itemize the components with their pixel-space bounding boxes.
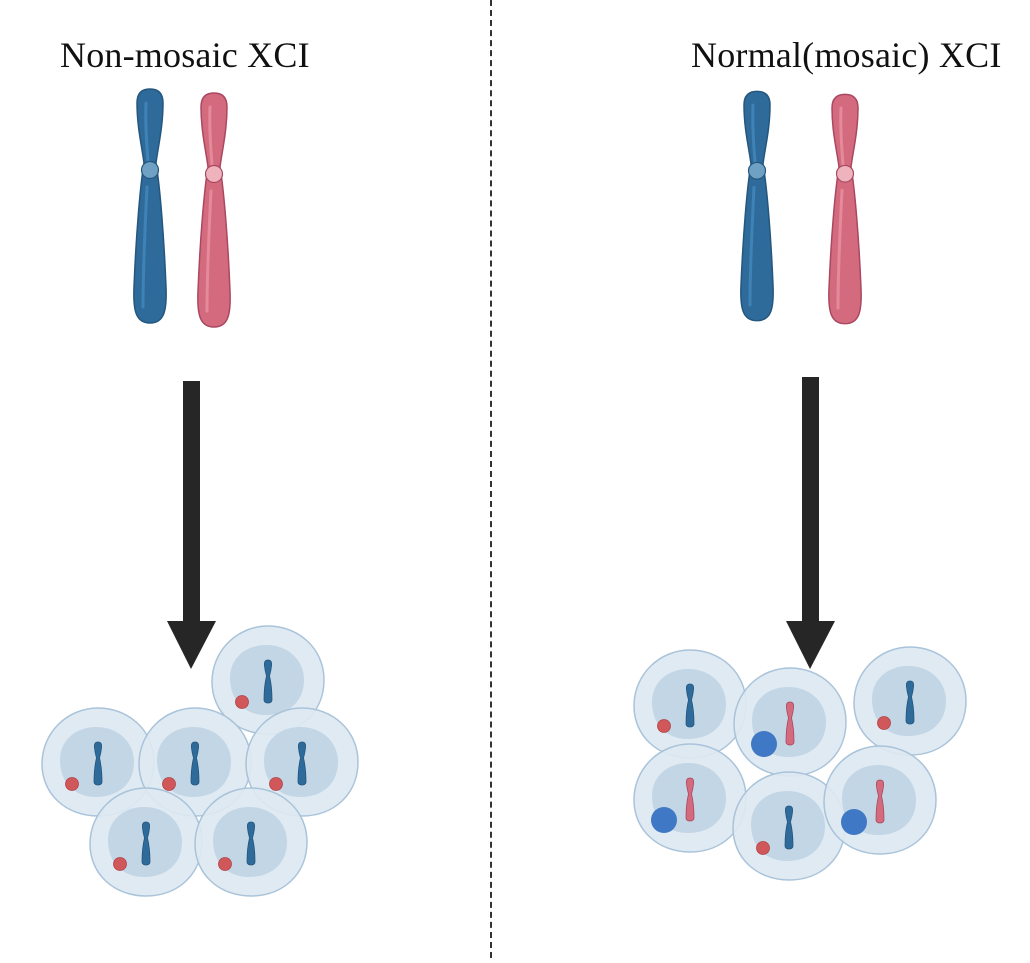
barr-body-red — [162, 777, 176, 791]
active-x-chromosome — [190, 741, 200, 786]
active-x-chromosome — [246, 821, 256, 866]
left-cell — [211, 625, 325, 735]
right-cell — [633, 649, 747, 759]
barr-body-red — [65, 777, 79, 791]
right-maternal-x-chromosome — [739, 89, 775, 323]
barr-body-red — [218, 857, 232, 871]
right-panel-title: Normal(mosaic) XCI — [691, 35, 1002, 75]
right-cell — [733, 667, 847, 777]
barr-body-blue — [841, 809, 867, 835]
active-x-chromosome — [263, 659, 273, 704]
barr-body-red — [269, 777, 283, 791]
barr-body-blue — [751, 731, 777, 757]
active-x-chromosome — [685, 683, 695, 728]
barr-body-red — [113, 857, 127, 871]
barr-body-red — [235, 695, 249, 709]
left-down-arrow — [167, 381, 216, 669]
left-paternal-x-chromosome — [196, 91, 232, 329]
active-x-chromosome — [784, 805, 794, 850]
active-x-chromosome — [785, 701, 795, 746]
left-cell — [194, 787, 308, 897]
right-cell — [823, 745, 937, 855]
right-cell — [853, 646, 967, 756]
panel-divider — [490, 0, 492, 958]
left-cell — [41, 707, 155, 817]
active-x-chromosome — [141, 821, 151, 866]
active-x-chromosome — [875, 779, 885, 824]
barr-body-blue — [651, 807, 677, 833]
left-maternal-x-chromosome — [132, 87, 168, 325]
left-cell — [245, 707, 359, 817]
active-x-chromosome — [93, 741, 103, 786]
left-panel-title: Non-mosaic XCI — [60, 35, 310, 75]
active-x-chromosome — [297, 741, 307, 786]
left-cell — [89, 787, 203, 897]
right-down-arrow — [786, 377, 835, 669]
left-cell — [138, 707, 252, 817]
active-x-chromosome — [905, 680, 915, 725]
barr-body-red — [877, 716, 891, 730]
right-cell — [633, 743, 747, 853]
barr-body-red — [657, 719, 671, 733]
right-cell — [732, 771, 846, 881]
barr-body-red — [756, 841, 770, 855]
right-paternal-x-chromosome — [827, 92, 863, 326]
active-x-chromosome — [685, 777, 695, 822]
